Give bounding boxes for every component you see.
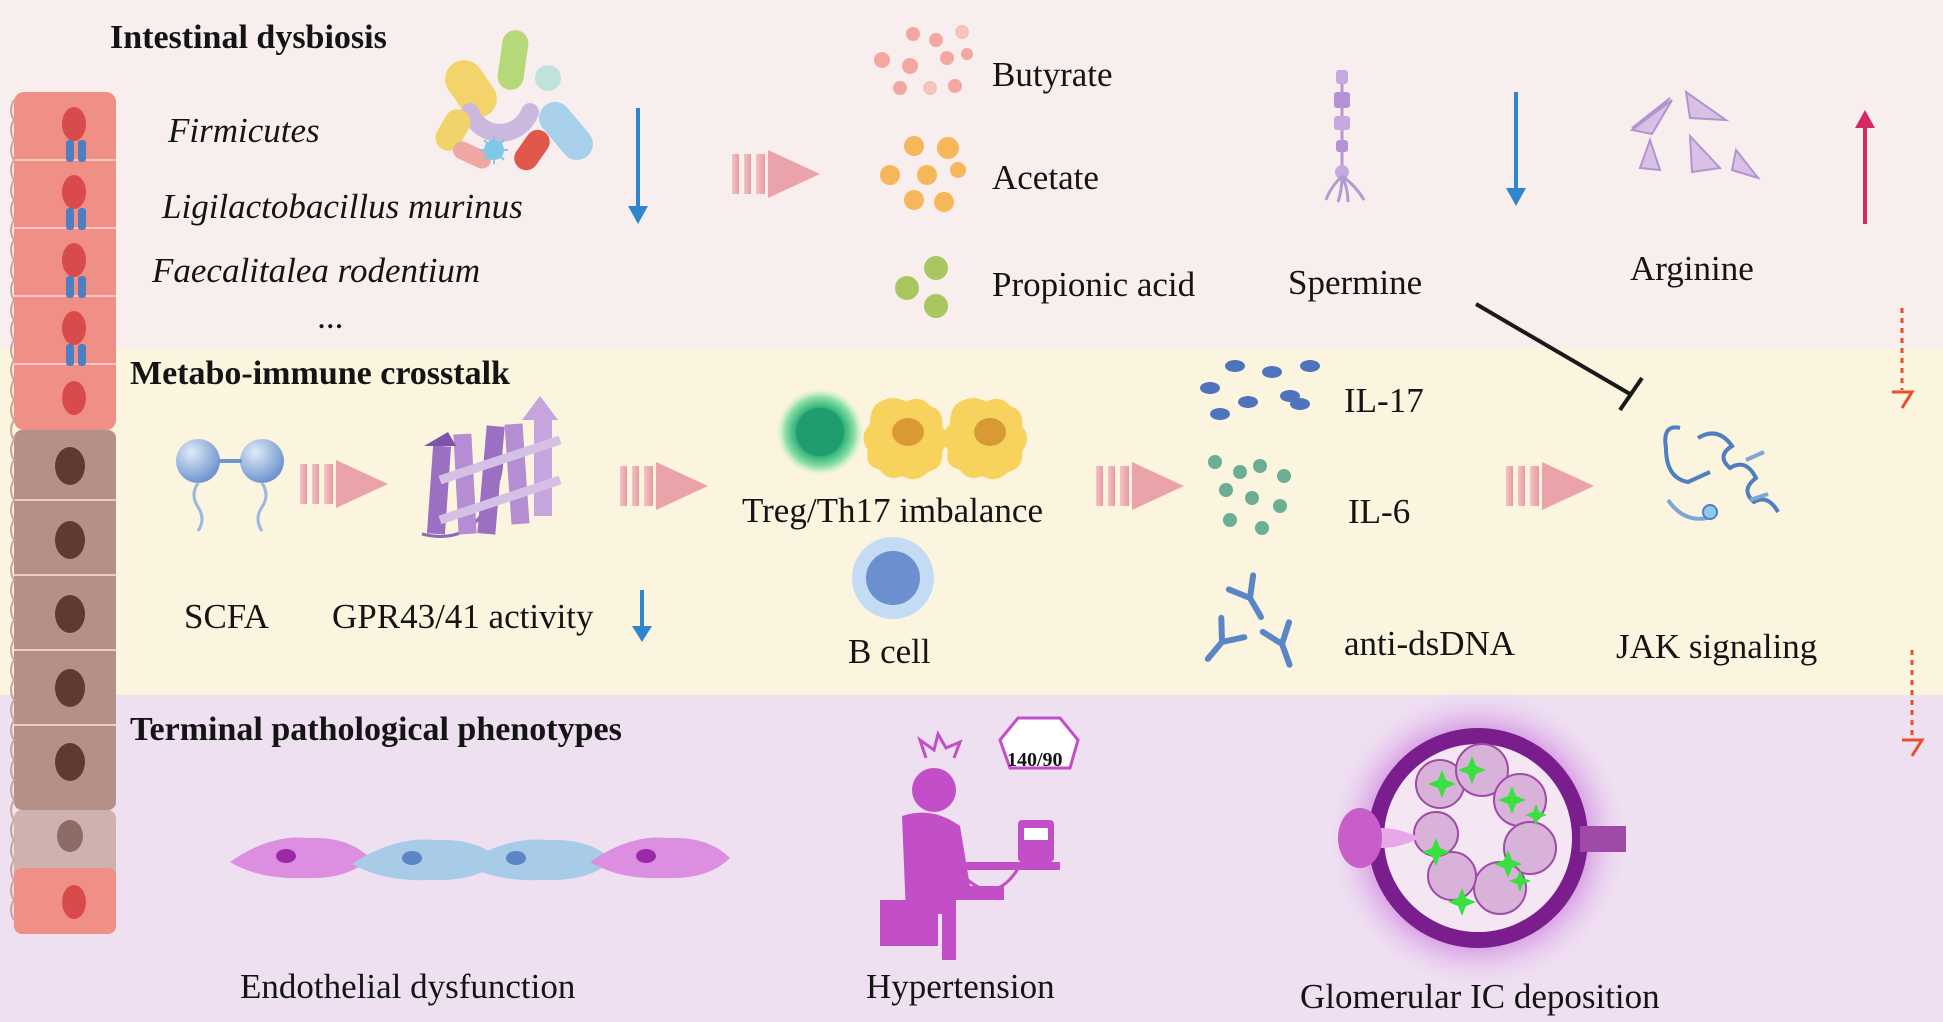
taxon-ligilactobacillus: Ligilactobacillus murinus (161, 187, 523, 226)
hypertension-person-icon (880, 730, 1060, 960)
chevron-arrow-2-icon (300, 460, 388, 508)
label-b-cell: B cell (848, 632, 931, 671)
arrow-up-arginine-icon (1855, 110, 1875, 224)
dashed-arrow-1-icon (1892, 308, 1915, 409)
spermine-structure-icon (1324, 70, 1366, 203)
butyrate-dots-icon (874, 25, 973, 95)
label-hypertension: Hypertension (866, 967, 1055, 1006)
treg-cell-icon (776, 388, 864, 476)
label-jak-signaling: JAK signaling (1616, 627, 1817, 666)
glomerulus-icon (1326, 686, 1630, 990)
label-endothelial-dysfunction: Endothelial dysfunction (240, 967, 575, 1006)
label-arginine: Arginine (1630, 249, 1754, 288)
jak-protein-icon (1663, 425, 1780, 521)
label-spermine: Spermine (1288, 263, 1422, 302)
taxon-faecalitalea: Faecalitalea rodentium (151, 251, 480, 290)
arrow-down-gpr-icon (632, 590, 652, 642)
acetate-dots-icon (880, 136, 966, 212)
bp-reading-text: 140/90 (1007, 749, 1063, 771)
il6-dots-icon (1208, 455, 1291, 535)
chevron-arrow-5-icon (1506, 462, 1594, 510)
il17-dots-icon (1200, 360, 1320, 420)
propionic-acid-dots-icon (895, 256, 948, 318)
inhibition-line-icon (1474, 302, 1644, 412)
label-treg-th17: Treg/Th17 imbalance (742, 491, 1043, 530)
arrow-down-taxa-icon (628, 108, 648, 224)
dashed-arrow-2-icon (1902, 650, 1925, 757)
arginine-triangles-icon (1629, 89, 1761, 180)
label-butyrate: Butyrate (992, 55, 1113, 94)
title-terminal-phenotypes: Terminal pathological phenotypes (130, 711, 622, 748)
bacteria-cluster-icon (435, 30, 593, 171)
label-glomerular-ic-deposition: Glomerular IC deposition (1300, 977, 1660, 1016)
bp-reading-bubble: 140/90 (998, 716, 1080, 771)
label-scfa: SCFA (184, 597, 270, 636)
chevron-arrow-4-icon (1096, 462, 1184, 510)
b-cell-icon (852, 537, 934, 619)
label-propionic-acid: Propionic acid (992, 265, 1196, 304)
endothelial-cells-icon (230, 837, 730, 881)
taxon-ellipsis: ... (318, 297, 344, 336)
title-intestinal-dysbiosis: Intestinal dysbiosis (110, 19, 387, 56)
taxon-firmicutes: Firmicutes (167, 111, 320, 150)
gpr-receptor-icon (421, 396, 562, 538)
label-il6: IL-6 (1348, 492, 1410, 531)
label-acetate: Acetate (992, 158, 1099, 197)
th17-cell-icon (863, 398, 1027, 480)
chevron-arrow-1-icon (732, 150, 820, 198)
antibody-icon (1204, 572, 1293, 668)
label-gpr-activity: GPR43/41 activity (332, 597, 594, 636)
title-metabo-immune-crosstalk: Metabo-immune crosstalk (130, 355, 510, 392)
band-dysbiosis (0, 0, 1943, 348)
label-anti-dsdna: anti-dsDNA (1344, 624, 1516, 663)
label-il17: IL-17 (1344, 381, 1424, 420)
intestinal-epithelium-icon (10, 92, 116, 934)
arrow-down-metabolites-icon (1506, 92, 1526, 206)
scfa-molecule-icon (176, 439, 284, 532)
chevron-arrow-3-icon (620, 462, 708, 510)
